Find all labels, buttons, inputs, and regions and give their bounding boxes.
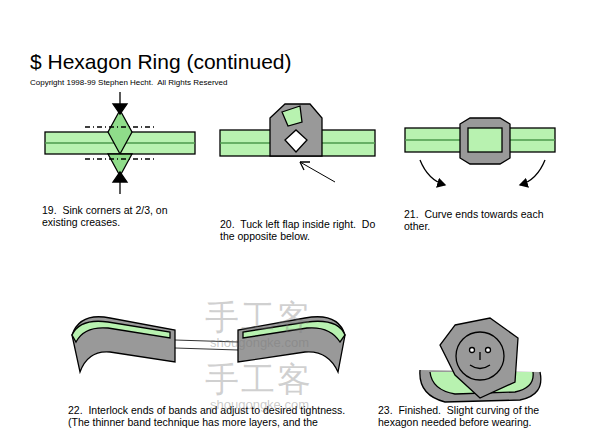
title: $ Hexagon Ring (continued) — [30, 50, 292, 74]
watermark: 手工客 — [205, 360, 313, 399]
watermark: 手工客 — [205, 298, 313, 337]
copyright-note: Copyright 1998-99 Stephen Hecht. All Rig… — [30, 78, 227, 87]
step-caption: 23. Finished. Slight curving of the hexa… — [378, 404, 578, 428]
step-caption: 21. Curve ends towards each other. — [404, 208, 554, 232]
watermark: shougongke.com — [210, 398, 309, 413]
step-caption: 20. Tuck left flap inside right. Do the … — [220, 218, 385, 242]
step-caption: 19. Sink corners at 2/3, on existing cre… — [42, 204, 182, 228]
watermark: shougongke.com — [210, 336, 309, 351]
